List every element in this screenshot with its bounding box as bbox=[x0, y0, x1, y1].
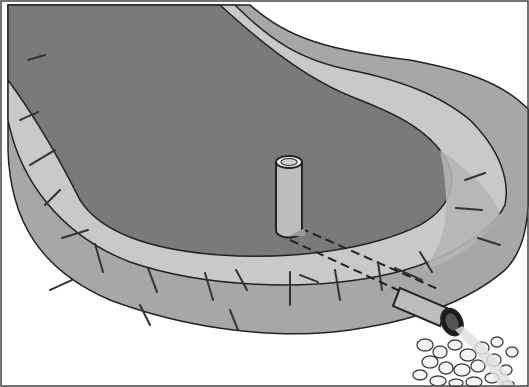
standpipe-riser bbox=[276, 156, 305, 238]
